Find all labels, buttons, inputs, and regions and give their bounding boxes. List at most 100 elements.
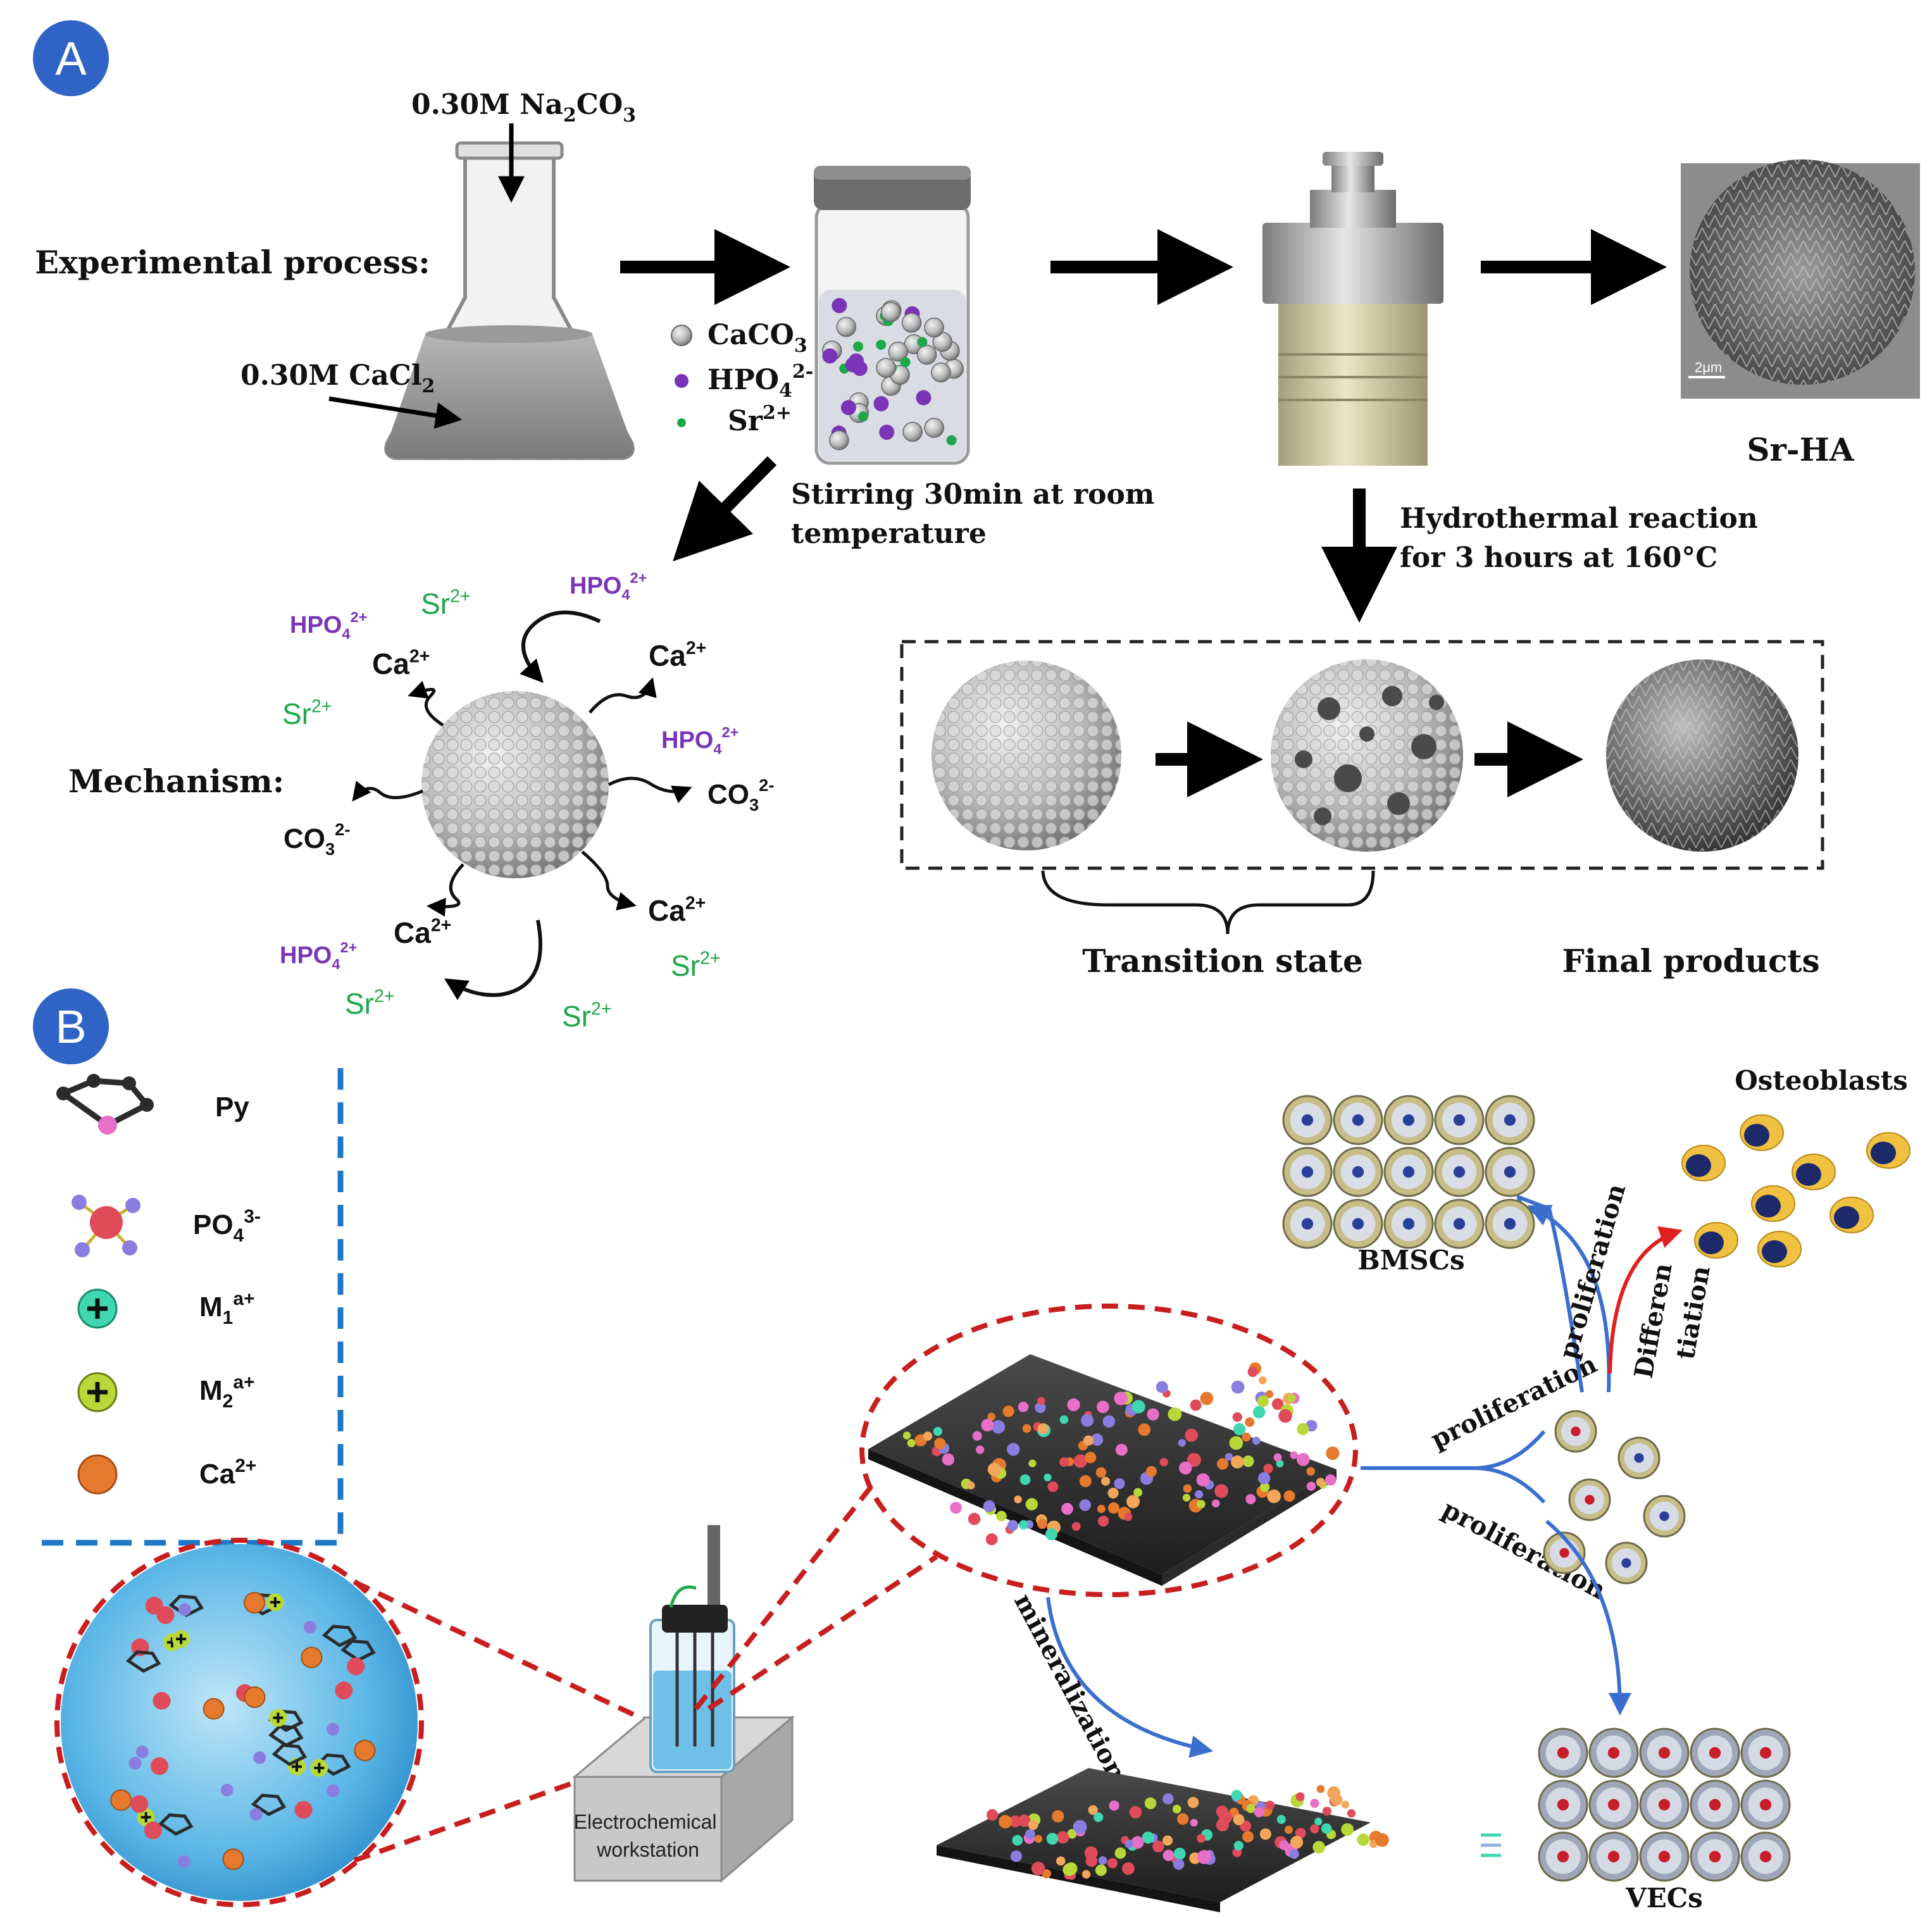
stages-box	[900, 640, 1824, 870]
sem-image: 2μm	[1681, 159, 1920, 399]
panel-a-badge	[33, 20, 109, 96]
caco3-particle	[888, 341, 909, 362]
mechanism-ion-co3: CO32-	[707, 775, 774, 814]
branch-lines	[1361, 1430, 1546, 1504]
stirring-text: Stirring 30min at room temperature	[791, 478, 1164, 550]
electrochemical-workstation-icon	[571, 1525, 795, 1883]
mechanism-ion-sr: Sr2+	[421, 587, 471, 620]
mechanism-ion-ca: Ca2+	[649, 638, 706, 672]
m2-ion-icon	[77, 1372, 118, 1412]
caco3-particle	[880, 302, 901, 322]
caco3-particle	[924, 317, 944, 338]
hpo4-particle-icon	[675, 374, 689, 388]
sem-scale-bar: 2μm	[1695, 359, 1722, 375]
mechanism-ion-sr: Sr2+	[345, 987, 395, 1020]
electrolyte-zoom-circle	[54, 1538, 424, 1907]
caco3-particle	[902, 421, 923, 442]
arrow-to-vecs	[1545, 1519, 1631, 1716]
legend-hpo4: HPO42-	[707, 361, 813, 402]
legend-m1: M1a+	[199, 1288, 255, 1328]
legend-sr: Sr2+	[728, 402, 792, 437]
final-product-sphere	[1606, 659, 1798, 852]
reagent-na2co3: 0.30M Na2CO3	[411, 89, 636, 127]
panel-a: A Experimental process: 0.30M Na2CO3 0.3…	[33, 20, 1920, 1033]
jar-particles	[822, 297, 964, 451]
mechanism-ion-sr: Sr2+	[671, 949, 721, 982]
autoclave-icon	[1262, 152, 1443, 466]
experimental-process-label: Experimental process:	[35, 244, 430, 281]
panel-b-badge	[33, 988, 109, 1064]
mechanism-ion-ca: Ca2+	[648, 894, 706, 927]
hpo4-particle	[822, 348, 838, 364]
hpo4-particle	[873, 396, 889, 412]
mechanism-ion-hpo4: HPO42+	[280, 939, 357, 973]
mechanism-ion-sr: Sr2+	[282, 697, 332, 730]
sr-particle	[946, 435, 957, 445]
phosphate-icon	[72, 1195, 140, 1257]
hpo4-particle	[832, 297, 847, 313]
hpo4-particle	[879, 424, 895, 440]
caco3-particle	[901, 313, 922, 333]
hydrothermal-text: Hydrothermal reaction for 3 hours at 160…	[1400, 502, 1767, 574]
mechanism-ion-ca: Ca2+	[372, 647, 430, 680]
mechanism-ion-ca: Ca2+	[394, 916, 451, 949]
legend-ca: Ca2+	[199, 1455, 256, 1490]
decorative-marks	[1481, 1833, 1501, 1857]
transition-state-label: Transition state	[1082, 942, 1363, 980]
mechanism-ions: HPO42+Sr2+HPO42+Ca2+Ca2+Sr2+HPO42+CO32-C…	[280, 570, 774, 1033]
caco3-particle	[924, 418, 944, 438]
legend-divider	[38, 1068, 344, 1546]
transition-sphere-2	[1271, 659, 1463, 852]
sr-particle-icon	[677, 418, 686, 427]
mechanism-ion-hpo4: HPO42+	[661, 724, 739, 757]
hpo4-particle	[916, 390, 932, 406]
caco3-particle	[876, 358, 896, 378]
caco3-particle	[916, 344, 937, 365]
mechanism-ion-co3: CO32-	[284, 819, 350, 859]
sr-particle	[900, 357, 911, 368]
caco3-particle-icon	[671, 325, 692, 346]
mechanism-ion-sr: Sr2+	[562, 999, 612, 1033]
vecs-grid	[1538, 1728, 1791, 1882]
m1-ion-icon	[77, 1288, 118, 1329]
cacl2-arrow	[328, 396, 463, 429]
proliferation-label-vertical: proliferation	[1553, 1181, 1631, 1362]
coating-zoom-ellipse	[859, 1304, 1358, 1597]
mineralized-species	[986, 1784, 1389, 1880]
hpo4-particle	[840, 400, 856, 416]
species-legend: CaCO3 HPO42- Sr2+	[671, 319, 813, 437]
panel-b: B Py PO43- M1a+ M2a+	[33, 988, 1910, 1914]
transition-brace	[1041, 870, 1375, 935]
vecs-label: VECs	[1625, 1883, 1703, 1914]
sr-particle	[858, 411, 869, 422]
calcium-ion-icon	[77, 1454, 118, 1495]
panel-b-badge-letter: B	[55, 1000, 86, 1053]
differentiation-label-line2: tiation	[1671, 1264, 1716, 1362]
mechanism-sphere	[421, 691, 609, 878]
differentiation-label-line1: Differen	[1629, 1261, 1678, 1381]
stem-cells-cluster	[1543, 1410, 1686, 1585]
caco3-particle	[931, 362, 951, 383]
hpo4-particle	[849, 353, 864, 369]
bmscs-grid	[1282, 1095, 1535, 1249]
release-arrows	[352, 610, 692, 1000]
electrolyte-species	[110, 1591, 376, 1871]
product-label-sr-ha: Sr-HA	[1747, 431, 1854, 468]
caco3-particle	[836, 316, 857, 337]
bmscs-arrow-head	[1527, 1205, 1611, 1393]
differentiation-arrow	[1608, 1226, 1683, 1374]
coating-plate-species	[902, 1362, 1340, 1545]
mineralization-arrow	[1046, 1597, 1214, 1758]
sr-particle	[853, 341, 864, 352]
transition-sphere-1	[932, 661, 1121, 850]
sr-particle	[917, 337, 928, 347]
panel-a-badge-letter: A	[55, 32, 87, 85]
bmscs-label: BMSCs	[1357, 1245, 1464, 1276]
workstation-label: Electrochemical workstation	[574, 1810, 723, 1861]
sr-particle	[876, 339, 887, 350]
legend-m2: M2a+	[199, 1372, 255, 1412]
mechanism-label: Mechanism:	[68, 763, 284, 800]
osteoblasts-cluster	[1681, 1114, 1910, 1267]
legend-caco3: CaCO3	[707, 319, 807, 357]
